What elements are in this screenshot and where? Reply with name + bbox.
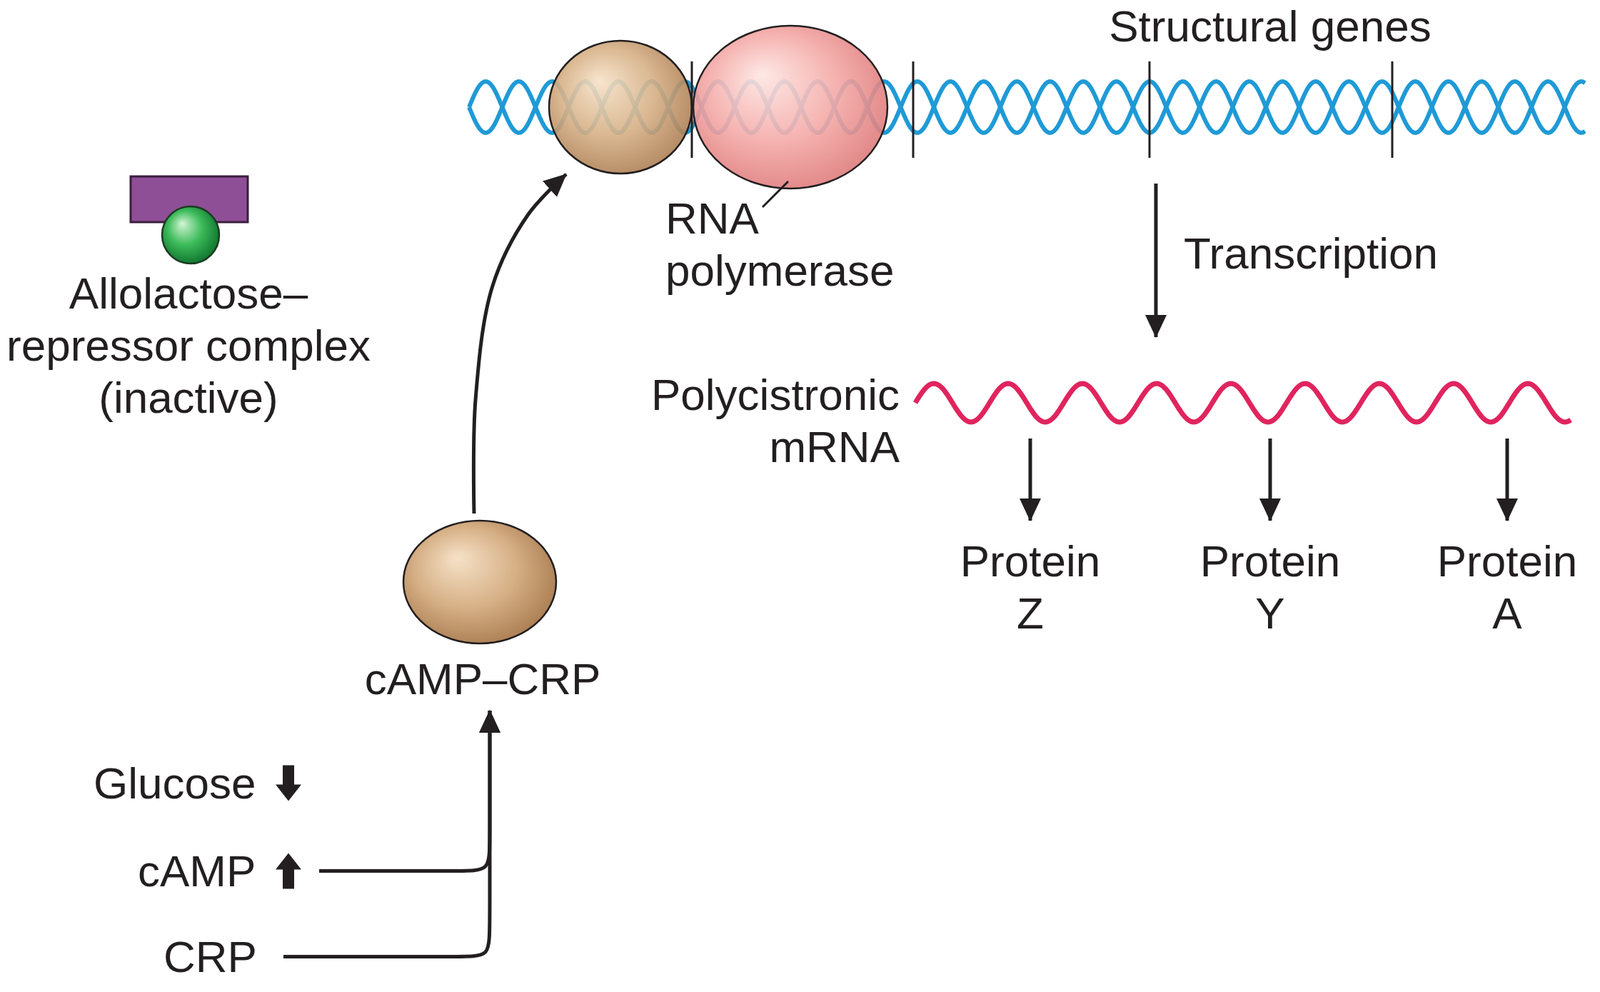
node-label: CRP xyxy=(163,930,271,983)
gene-divider xyxy=(912,61,915,158)
arrow-connector xyxy=(319,710,490,872)
node-label: cAMP xyxy=(137,844,281,897)
polymerase-ellipse xyxy=(693,25,888,189)
mrna-strand xyxy=(915,383,1571,422)
arrow-connector xyxy=(1028,438,1033,521)
gene-dividers xyxy=(691,61,1393,158)
node-label: Glucose xyxy=(93,756,280,809)
camp-label: cAMP xyxy=(135,844,308,897)
gene-divider xyxy=(1148,61,1151,158)
arrow-connector xyxy=(283,710,490,957)
increase-arrow xyxy=(275,853,302,889)
bound-crp-complex xyxy=(549,40,692,174)
repressor-complex: Allolactose–repressor complex (inactive) xyxy=(2,176,375,411)
mrna-wave xyxy=(915,383,1571,422)
mrna-transcript: Polycistronic mRNA xyxy=(628,368,1578,457)
arrow-connector xyxy=(1154,183,1159,337)
node-label: Polycistronic mRNA xyxy=(628,368,900,473)
node-label: cAMP–CRP xyxy=(354,652,612,705)
gene-divider xyxy=(691,61,694,158)
dna-segment: Structural genes xyxy=(469,61,1587,153)
crp-label: CRP xyxy=(162,930,278,983)
node-label: Allolactose–repressor complex (inactive) xyxy=(2,267,375,424)
connectors xyxy=(283,174,1508,957)
glucose-label: Glucose xyxy=(91,756,306,809)
node-label: Structural genes xyxy=(1055,0,1485,53)
gene-divider xyxy=(1391,61,1394,158)
node-label: Protein A xyxy=(1428,534,1586,640)
protein-product: Protein Y xyxy=(1191,534,1349,640)
leader-line xyxy=(762,181,789,208)
crp-ellipse xyxy=(403,520,557,644)
edge-label: Transcription xyxy=(1183,227,1484,280)
allolactose-molecule xyxy=(162,206,220,264)
node-label: Protein Z xyxy=(951,534,1109,640)
arrow-connector xyxy=(473,174,567,514)
camp-crp-complex: cAMP–CRP xyxy=(354,520,612,705)
arrow-connector xyxy=(1505,438,1510,521)
protein-product: Protein Z xyxy=(951,534,1109,640)
node-label: RNA polymerase xyxy=(665,192,909,297)
rna-polymerase: RNA polymerase xyxy=(663,25,889,276)
protein-product: Protein A xyxy=(1428,534,1586,640)
arrow-connector xyxy=(1268,438,1273,521)
node-label: Protein Y xyxy=(1191,534,1349,640)
decrease-arrow xyxy=(275,765,302,802)
